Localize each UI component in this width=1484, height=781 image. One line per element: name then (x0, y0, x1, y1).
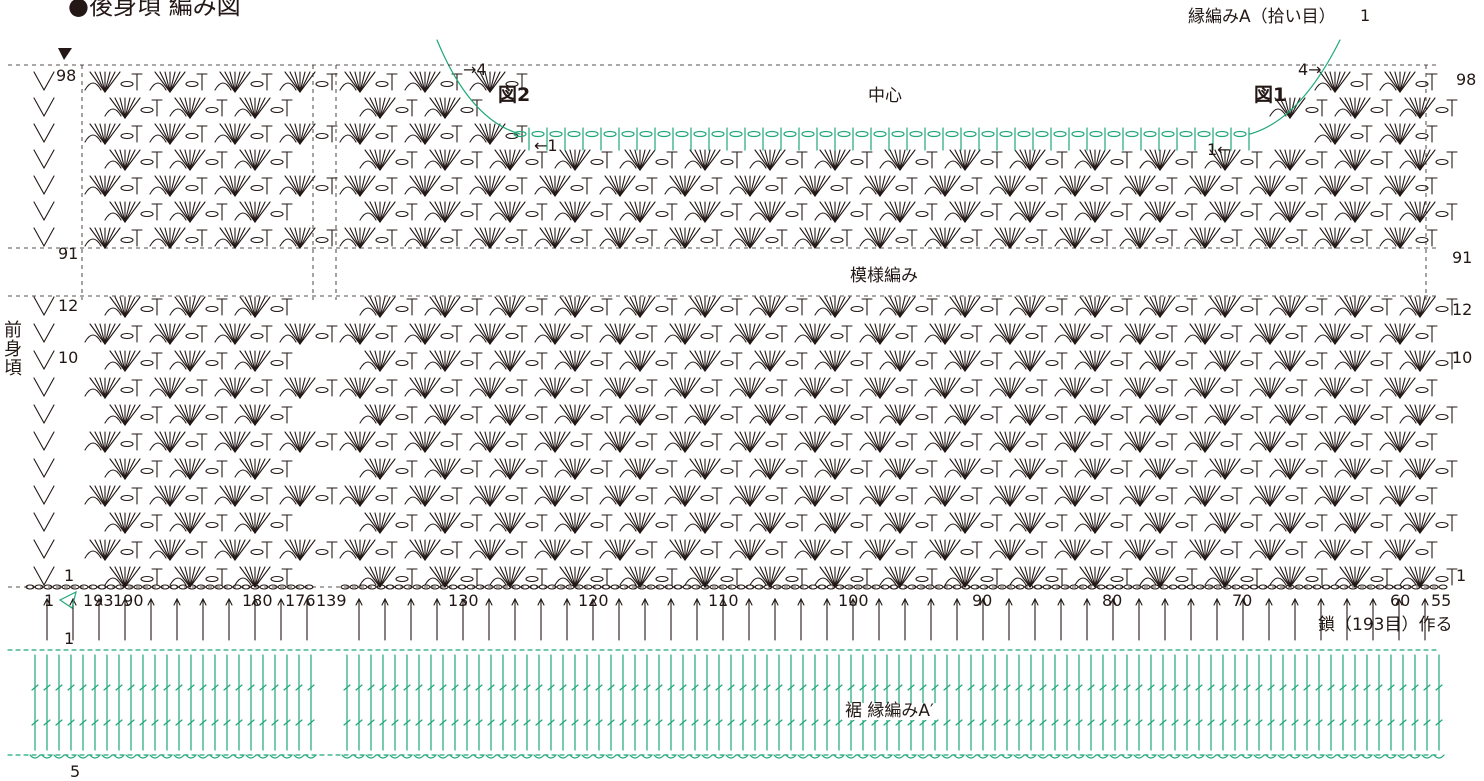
edge-a-row-number: 1 (1360, 6, 1371, 25)
fig1-row-1-marker: 1← (1207, 140, 1231, 159)
stitch-count-120: 120 (578, 591, 609, 610)
row-1-right: 1 (1456, 566, 1467, 585)
guide-lines (8, 64, 1440, 588)
center-label: 中心 (868, 86, 902, 106)
stitch-count-180: 180 (242, 591, 273, 610)
row-12-right: 12 (1452, 300, 1473, 319)
row-10-left: 10 (58, 348, 79, 367)
hem-row-1: 1 (64, 629, 75, 648)
figure-1-label: 図1 (1254, 84, 1287, 106)
stitch-count-80: 80 (1102, 591, 1123, 610)
edge-a-label: 縁編みA（拾い目） (1188, 7, 1336, 27)
stitch-count-190: 190 (113, 591, 144, 610)
row-1-left: 1 (64, 566, 75, 585)
stitch-count-60: 60 (1390, 591, 1411, 610)
chain-note: 鎖（193目）作る (1318, 615, 1453, 635)
page-title: ●後身頃 編み図 (68, 0, 241, 20)
stitch-count-176: 176 (285, 591, 316, 610)
row-91-left: 91 (58, 244, 79, 263)
row-98-left: 98 (56, 66, 77, 85)
fig1-row-4-marker: 4→ (1298, 60, 1322, 79)
green-edge-marks (7, 39, 1445, 759)
stitch-marks (25, 48, 1458, 641)
row-98-right: 98 (1456, 70, 1477, 89)
stitch-count-55: 55 (1431, 591, 1452, 610)
stitch-count-130: 130 (448, 591, 479, 610)
stitch-count-70: 70 (1232, 591, 1253, 610)
pattern-label: 模様編み (850, 266, 918, 286)
stitch-count-110: 110 (708, 591, 739, 610)
row-10-right: 10 (1452, 348, 1473, 367)
hem-row-5: 5 (70, 762, 81, 781)
stitch-count-1: 1 (44, 591, 55, 610)
stitch-count-193: 193 (83, 591, 114, 610)
stitch-count-139: 139 (316, 591, 347, 610)
row-12-left: 12 (58, 296, 79, 315)
front-body-label: 前身頃 (1, 320, 22, 377)
fig2-row-4-marker: →4 (463, 60, 487, 79)
hem-label: 裾 縁編みA′ (842, 703, 937, 720)
stitch-count-90: 90 (972, 591, 993, 610)
stitch-count-100: 100 (838, 591, 869, 610)
fig2-row-1-marker: ←1 (534, 136, 558, 155)
figure-2-label: 図2 (498, 84, 531, 106)
row-91-right: 91 (1452, 248, 1473, 267)
